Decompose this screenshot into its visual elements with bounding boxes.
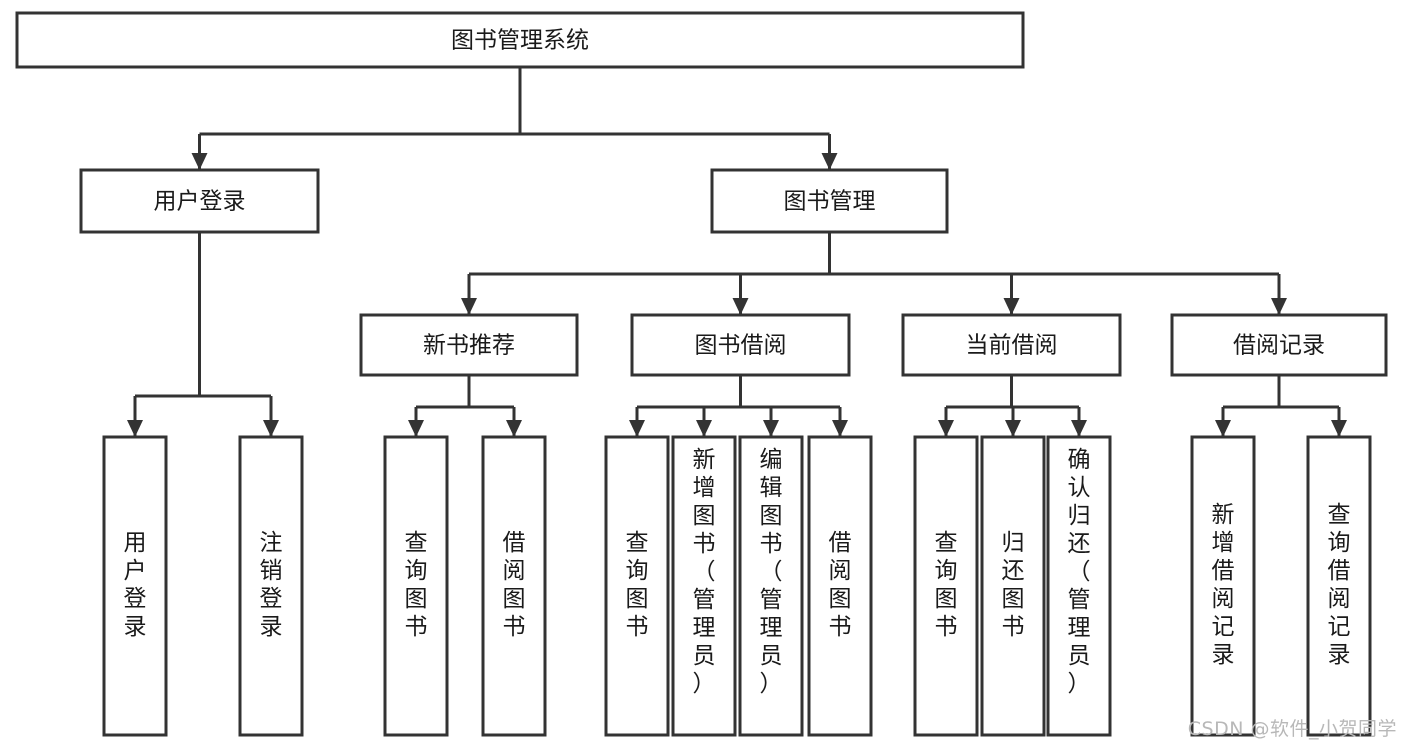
node-box[interactable] (630, 313, 851, 377)
arrow-head-icon (1071, 420, 1087, 437)
node-box[interactable] (15, 11, 1025, 69)
node-box[interactable] (1046, 435, 1112, 737)
node-leaf-add-book-admin[interactable]: 新增图书（管理员） (671, 435, 737, 737)
node-leaf-query-book-recommend[interactable]: 查询图书 (383, 435, 449, 737)
arrow-head-icon (1003, 298, 1020, 315)
node-label: 注销登录 (260, 530, 283, 640)
arrow-head-icon (127, 420, 143, 437)
node-leaf-confirm-return-admin[interactable]: 确认归还（管理员） (1046, 435, 1112, 737)
nodes-layer: 图书管理系统用户登录图书管理新书推荐图书借阅当前借阅借阅记录用户登录注销登录查询… (15, 11, 1388, 737)
node-box[interactable] (807, 435, 873, 737)
node-box[interactable] (102, 435, 168, 737)
arrow-head-icon (832, 420, 848, 437)
node-new-book-recommend[interactable]: 新书推荐 (359, 313, 579, 377)
node-leaf-borrow-book-recommend[interactable]: 借阅图书 (481, 435, 547, 737)
node-box[interactable] (913, 435, 979, 737)
node-label: 确认归还（管理员） (1068, 447, 1091, 697)
node-box[interactable] (738, 435, 804, 737)
node-label: 新书推荐 (423, 333, 515, 359)
arrow-head-icon (938, 420, 954, 437)
node-box[interactable] (1170, 313, 1388, 377)
arrow-head-icon (408, 420, 424, 437)
node-box[interactable] (79, 168, 320, 234)
arrow-head-icon (461, 298, 477, 315)
node-box[interactable] (710, 168, 949, 234)
node-book-management[interactable]: 图书管理 (710, 168, 949, 234)
node-box[interactable] (604, 435, 670, 737)
node-current-borrow[interactable]: 当前借阅 (901, 313, 1122, 377)
arrow-head-icon (1331, 420, 1347, 437)
node-label: 用户登录 (154, 189, 246, 215)
node-label: 归还图书 (1002, 530, 1025, 640)
node-leaf-query-book-borrow[interactable]: 查询图书 (604, 435, 670, 737)
node-label: 查询借阅记录 (1328, 502, 1351, 668)
node-label: 图书管理 (784, 189, 876, 215)
node-box[interactable] (1306, 435, 1372, 737)
node-label: 查询图书 (935, 530, 958, 640)
node-box[interactable] (980, 435, 1046, 737)
node-box[interactable] (671, 435, 737, 737)
arrow-head-icon (763, 420, 779, 437)
node-leaf-edit-book-admin[interactable]: 编辑图书（管理员） (738, 435, 804, 737)
arrow-head-icon (821, 153, 838, 170)
node-leaf-add-borrow-record[interactable]: 新增借阅记录 (1190, 435, 1256, 737)
node-box[interactable] (359, 313, 579, 377)
node-book-borrow[interactable]: 图书借阅 (630, 313, 851, 377)
node-leaf-logout[interactable]: 注销登录 (238, 435, 304, 737)
node-leaf-return-book[interactable]: 归还图书 (980, 435, 1046, 737)
node-label: 用户登录 (124, 530, 147, 640)
node-label: 当前借阅 (966, 333, 1058, 359)
watermark: CSDN @软件_小贺同学 (1187, 718, 1397, 740)
node-leaf-query-borrow-record[interactable]: 查询借阅记录 (1306, 435, 1372, 737)
arrow-head-icon (506, 420, 522, 437)
node-box[interactable] (901, 313, 1122, 377)
node-label: 图书管理系统 (451, 28, 589, 54)
arrow-head-icon (696, 420, 712, 437)
node-label: 图书借阅 (695, 333, 787, 359)
arrow-head-icon (629, 420, 645, 437)
arrow-head-icon (1005, 420, 1021, 437)
node-label: 新增借阅记录 (1212, 502, 1235, 668)
node-root[interactable]: 图书管理系统 (15, 11, 1025, 69)
arrow-head-icon (1215, 420, 1231, 437)
arrow-head-icon (732, 298, 749, 315)
node-label: 借阅图书 (503, 530, 526, 640)
node-leaf-borrow-book[interactable]: 借阅图书 (807, 435, 873, 737)
node-label: 编辑图书（管理员） (760, 447, 783, 697)
node-label: 查询图书 (405, 530, 428, 640)
arrow-head-icon (1271, 298, 1287, 315)
node-box[interactable] (481, 435, 547, 737)
node-user-login[interactable]: 用户登录 (79, 168, 320, 234)
connectors-layer (127, 67, 1347, 437)
node-label: 借阅图书 (829, 530, 852, 640)
arrow-head-icon (191, 153, 208, 170)
node-box[interactable] (1190, 435, 1256, 737)
node-label: 查询图书 (626, 530, 649, 640)
node-box[interactable] (238, 435, 304, 737)
node-borrow-records[interactable]: 借阅记录 (1170, 313, 1388, 377)
arrow-head-icon (263, 420, 279, 437)
node-leaf-query-book-current[interactable]: 查询图书 (913, 435, 979, 737)
node-label: 借阅记录 (1233, 333, 1325, 359)
node-label: 新增图书（管理员） (693, 447, 716, 697)
node-box[interactable] (383, 435, 449, 737)
node-leaf-user-login[interactable]: 用户登录 (102, 435, 168, 737)
